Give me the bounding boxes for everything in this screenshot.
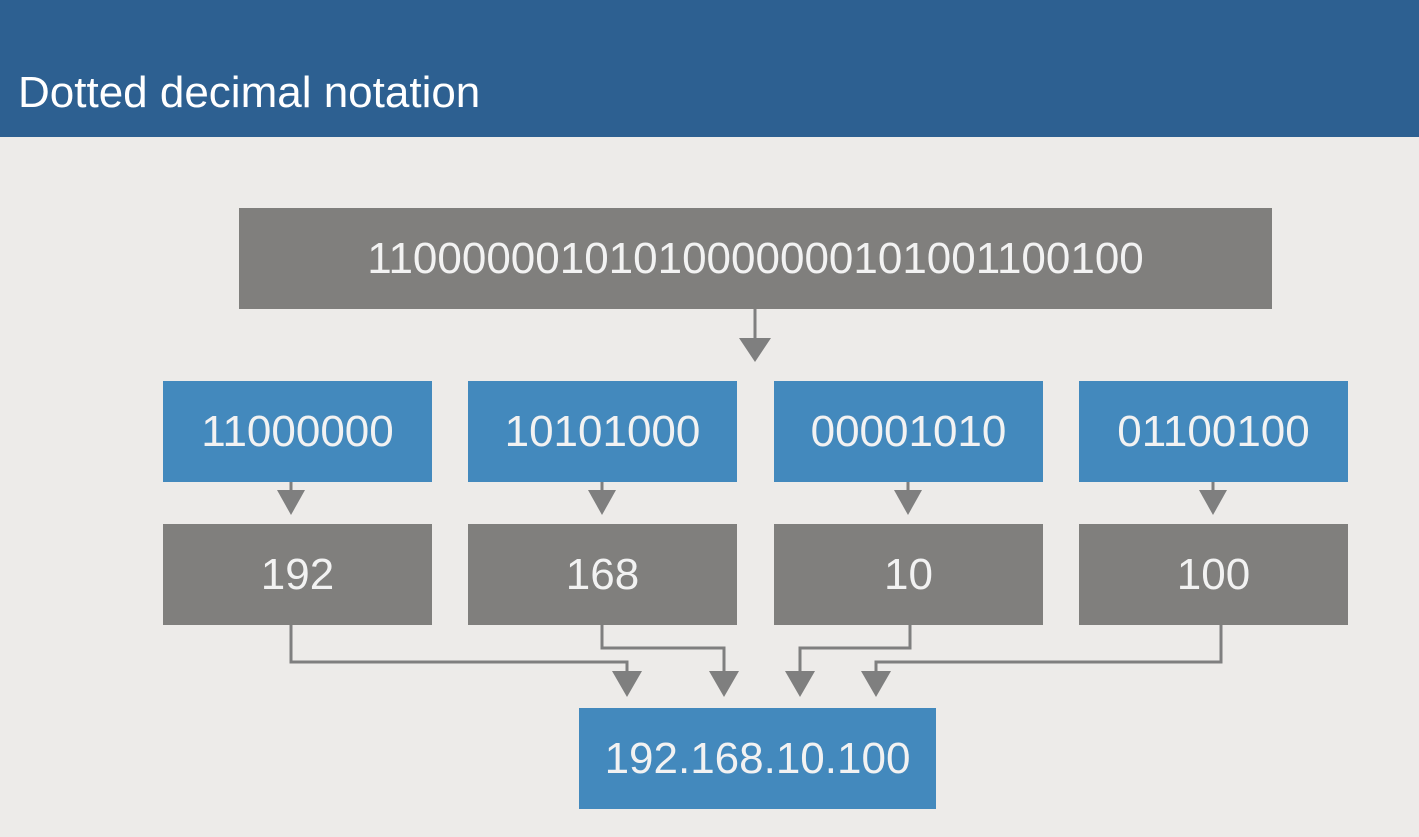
decimal-octet-3: 10 (774, 524, 1043, 625)
octet-1-arrow-head (277, 490, 305, 515)
decimal-2-connector (600, 625, 726, 674)
binary-octet-4: 01100100 (1079, 381, 1348, 482)
decimal-2-arrow-head (709, 671, 739, 697)
octet-4-arrow-head (1199, 490, 1227, 515)
decimal-1-arrow-head (612, 671, 642, 697)
decimal-octet-2: 168 (468, 524, 737, 625)
decimal-3-connector (798, 625, 912, 674)
decimal-3-arrow-head (785, 671, 815, 697)
decimal-octet-4: 100 (1079, 524, 1348, 625)
binary-address-box: 11000000101010000000101001100100 (239, 208, 1272, 309)
octet-3-arrow-head (894, 490, 922, 515)
octet-2-arrow-head (588, 490, 616, 515)
decimal-octet-1: 192 (163, 524, 432, 625)
slide-header: Dotted decimal notation (0, 0, 1419, 137)
split-arrow-head (739, 338, 771, 362)
dotted-decimal-result-box: 192.168.10.100 (579, 708, 936, 809)
binary-octet-1: 11000000 (163, 381, 432, 482)
slide-title: Dotted decimal notation (18, 68, 481, 117)
decimal-4-connector (874, 625, 1223, 674)
binary-octet-3: 00001010 (774, 381, 1043, 482)
decimal-4-arrow-head (861, 671, 891, 697)
binary-octet-2: 10101000 (468, 381, 737, 482)
decimal-1-connector (289, 625, 629, 674)
